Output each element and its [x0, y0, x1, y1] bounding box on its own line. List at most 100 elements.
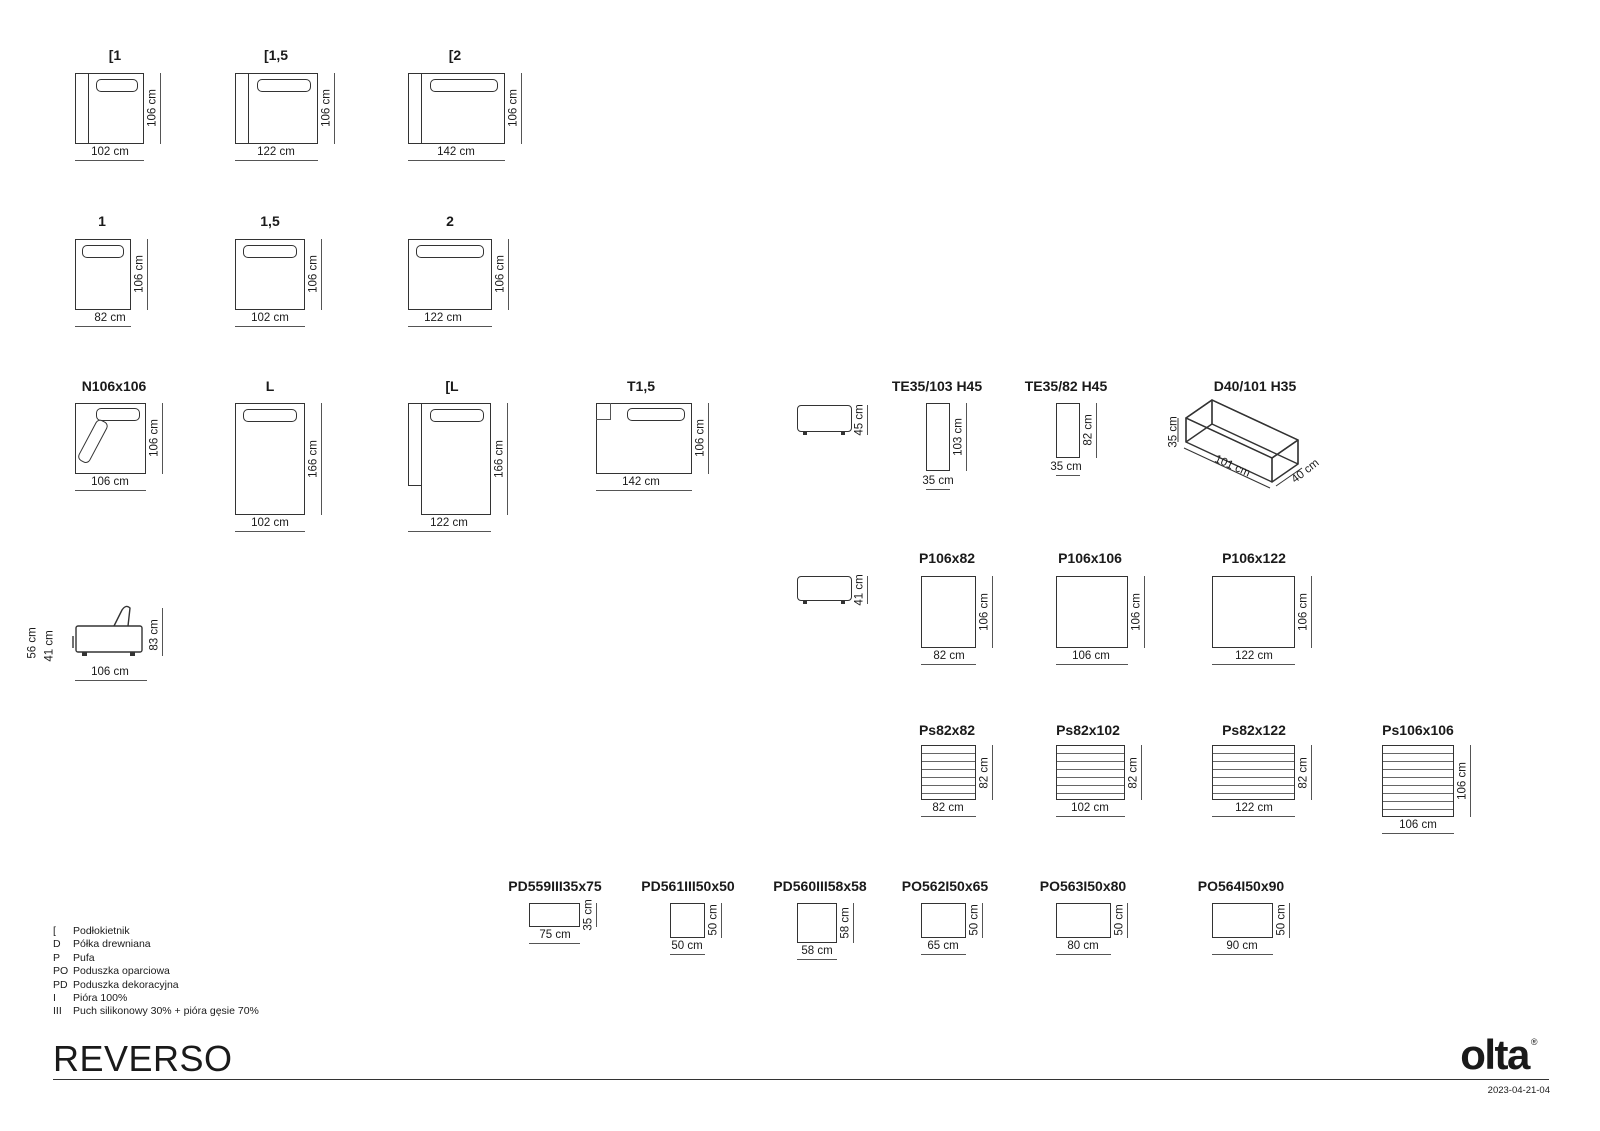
- brand-logo: olta®: [1460, 1031, 1537, 1078]
- width-dim: 106 cm: [91, 476, 129, 488]
- seat-height-dim: 41 cm: [43, 630, 56, 662]
- depth-dim: 106 cm: [694, 419, 707, 457]
- module-label: PO564I50x90: [1197, 878, 1285, 894]
- height-dim: 35 cm: [1167, 416, 1180, 448]
- depth-dim: 106 cm: [148, 419, 161, 457]
- cushion-po562: [921, 903, 966, 938]
- width-dim: 106 cm: [1072, 650, 1110, 662]
- module-label: D40/101 H35: [1213, 378, 1297, 394]
- depth-dim: 58 cm: [839, 907, 852, 939]
- module-label: P106x122: [1222, 550, 1286, 566]
- width-dim: 58 cm: [801, 945, 833, 957]
- depth-dim: 50 cm: [968, 904, 981, 936]
- width-dim: 90 cm: [1226, 940, 1258, 952]
- module-label: 1: [98, 213, 106, 229]
- legend-key: PD: [53, 978, 68, 991]
- module-label: [L: [445, 378, 459, 394]
- width-dim: 50 cm: [671, 940, 703, 952]
- module-label: PO563I50x80: [1039, 878, 1127, 894]
- module-ps106x106: [1382, 745, 1454, 817]
- module-label: Ps82x102: [1056, 722, 1120, 738]
- module-label: PO562I50x65: [901, 878, 989, 894]
- module-label: 1,5: [260, 213, 280, 229]
- module-p106x122: [1212, 576, 1295, 648]
- module-ps82x122: [1212, 745, 1295, 800]
- legend-key: PO: [53, 965, 69, 978]
- depth-dim: 35 cm: [582, 899, 595, 931]
- module-ps82x102: [1056, 745, 1125, 800]
- width-dim: 122 cm: [1235, 650, 1273, 662]
- module-label: 2: [446, 213, 454, 229]
- module-p106x106: [1056, 576, 1128, 648]
- legend-key: D: [53, 938, 61, 951]
- width-dim: 82 cm: [932, 802, 964, 814]
- depth-dim: 82 cm: [978, 757, 991, 789]
- depth-dim: 106 cm: [507, 89, 520, 127]
- height-dim: 41 cm: [853, 574, 866, 606]
- width-dim: 142 cm: [437, 146, 475, 158]
- depth-dim: 106 cm: [1456, 762, 1469, 800]
- depth-dim: 106 cm: [1297, 593, 1310, 631]
- width-dim: 122 cm: [257, 146, 295, 158]
- depth-dim: 82 cm: [1127, 757, 1140, 789]
- legend-key: I: [53, 992, 56, 1005]
- depth-dim: 106 cm: [1130, 593, 1143, 631]
- cushion-pd559: [529, 903, 580, 927]
- width-dim: 122 cm: [424, 312, 462, 324]
- width-dim: 122 cm: [430, 517, 468, 529]
- depth-dim: 103 cm: [952, 418, 965, 456]
- legend-text: Półka drewniana: [73, 938, 151, 951]
- module-label: [1: [108, 47, 122, 63]
- depth-dim: 106 cm: [133, 255, 146, 293]
- depth-dim: 50 cm: [1113, 904, 1126, 936]
- legend-text: Puch silikonowy 30% + pióra gęsie 70%: [73, 1005, 259, 1018]
- module-label: P106x82: [918, 550, 976, 566]
- height-dim: 83 cm: [148, 619, 161, 651]
- legend-item: [ Podłokietnik: [53, 925, 259, 938]
- legend-item: I Pióra 100%: [53, 992, 259, 1005]
- legend-item: D Półka drewniana: [53, 938, 259, 951]
- legend-key: III: [53, 1005, 62, 1018]
- width-dim: 35 cm: [1050, 461, 1082, 473]
- module-label: TE35/103 H45: [891, 378, 983, 394]
- depth-dim: 82 cm: [1082, 414, 1095, 446]
- depth-dim: 82 cm: [1297, 757, 1310, 789]
- module-p106x82: [921, 576, 976, 648]
- width-dim: 106 cm: [1399, 819, 1437, 831]
- module-label: TE35/82 H45: [1024, 378, 1108, 394]
- cushion-po564: [1212, 903, 1273, 938]
- width-dim: 80 cm: [1067, 940, 1099, 952]
- legend-text: Podłokietnik: [73, 925, 130, 937]
- module-label: Ps82x122: [1222, 722, 1286, 738]
- depth-dim: 106 cm: [146, 89, 159, 127]
- module-d40-box: [1177, 399, 1303, 489]
- arm-height-dim: 56 cm: [26, 627, 39, 659]
- product-title: REVERSO: [53, 1038, 233, 1079]
- module-label: Ps106x106: [1382, 722, 1454, 738]
- module-label: PD559III35x75: [508, 878, 602, 894]
- depth-dim: 106 cm: [307, 255, 320, 293]
- depth-dim: 50 cm: [707, 904, 720, 936]
- module-label: Ps82x82: [918, 722, 976, 738]
- depth-dim: 166 cm: [307, 440, 320, 478]
- legend-item: III Puch silikonowy 30% + pióra gęsie 70%: [53, 1005, 259, 1018]
- legend-text: Pióra 100%: [73, 992, 128, 1005]
- module-label: L: [265, 378, 275, 394]
- depth-dim: 50 cm: [1275, 904, 1288, 936]
- width-dim: 65 cm: [927, 940, 959, 952]
- module-label: PD560III58x58: [773, 878, 867, 894]
- side-view-sofa: [72, 605, 143, 656]
- cushion-po563: [1056, 903, 1111, 938]
- module-te35-82: [1056, 403, 1080, 458]
- depth-dim: 106 cm: [978, 593, 991, 631]
- module-te35-103: [926, 403, 950, 471]
- width-dim: 142 cm: [622, 476, 660, 488]
- legend-key: [: [53, 925, 56, 937]
- module-label: [1,5: [263, 47, 289, 63]
- module-label: P106x106: [1058, 550, 1122, 566]
- depth-dim: 166 cm: [493, 440, 506, 478]
